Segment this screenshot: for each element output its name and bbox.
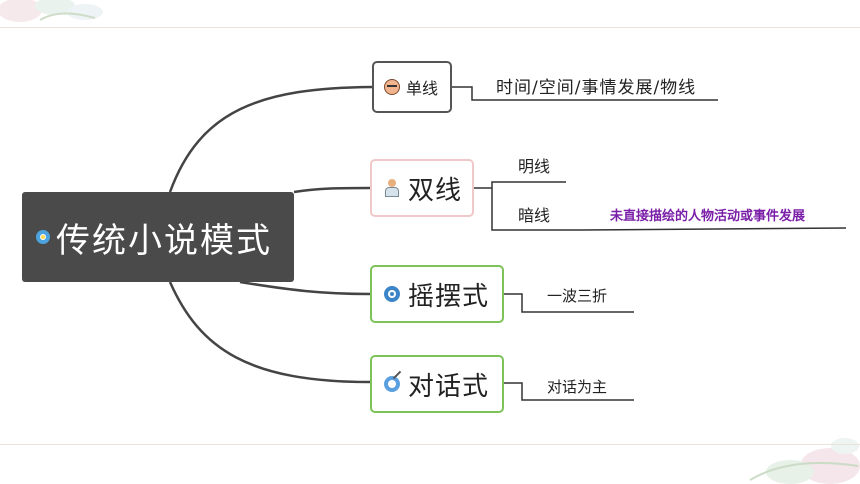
branch-label-double: 双线 <box>408 175 463 206</box>
connector-root-single <box>168 85 373 193</box>
leaf-dialogue-detail[interactable]: 对话为主 <box>547 378 608 396</box>
leaf-double-bright[interactable]: 明线 <box>518 157 551 176</box>
branch-label-swing: 摇摆式 <box>408 281 490 312</box>
connector-dark-note <box>581 227 847 231</box>
root-label: 传统小说模式 <box>56 220 272 261</box>
leaf-swing-detail[interactable]: 一波三折 <box>547 287 608 305</box>
target-arrow-icon <box>384 370 402 392</box>
connector-root-swing <box>239 280 371 296</box>
branch-label-dialogue: 对话式 <box>408 371 490 402</box>
branch-node-single[interactable]: 单线 <box>372 61 452 113</box>
bottom-divider <box>0 444 860 445</box>
branch-node-double[interactable]: 双线 <box>370 159 474 217</box>
doctor-icon <box>384 179 400 197</box>
floral-decoration-top-left <box>0 0 103 22</box>
connector-dialogue-leaf <box>504 382 634 401</box>
leaf-dark-note[interactable]: 未直接描绘的人物活动或事件发展 <box>610 209 806 224</box>
top-divider <box>0 27 860 28</box>
target-icon <box>384 286 400 302</box>
leaf-double-dark[interactable]: 暗线 <box>518 206 551 225</box>
connector-swing-leaf <box>504 293 634 313</box>
branch-label-single: 单线 <box>406 79 439 98</box>
target-icon <box>36 230 50 244</box>
connector-root-dialogue <box>168 281 371 384</box>
connector-double-bright <box>491 181 566 188</box>
branch-node-dialogue[interactable]: 对话式 <box>370 355 504 413</box>
floral-decoration-bottom-right <box>749 438 860 484</box>
root-node[interactable]: 传统小说模式 <box>22 192 294 282</box>
connector-double-dark <box>491 188 582 231</box>
leaf-single-detail[interactable]: 时间/空间/事情发展/物线 <box>496 78 697 98</box>
person-face-icon <box>384 79 400 95</box>
connector-root-double <box>293 186 371 194</box>
branch-node-swing[interactable]: 摇摆式 <box>370 265 504 323</box>
connector-single-leaf <box>452 86 718 101</box>
